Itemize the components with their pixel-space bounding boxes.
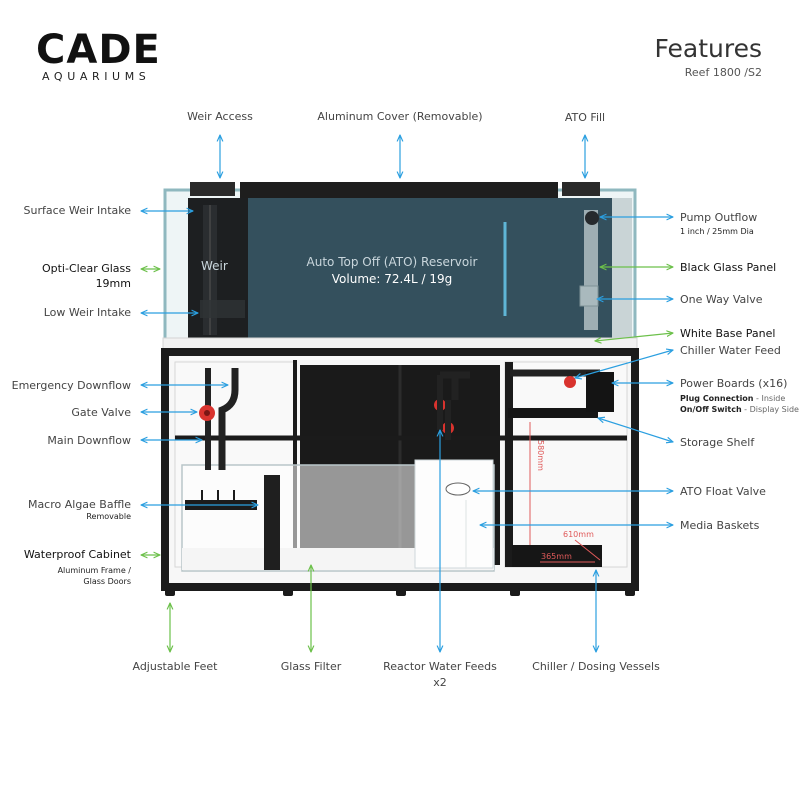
weir-access-lid bbox=[190, 182, 235, 196]
ato-volume-label: Volume: 72.4L / 19g bbox=[331, 272, 453, 286]
weir-label: Weir bbox=[201, 259, 228, 273]
callout-one-way-valve: One Way Valve bbox=[680, 293, 763, 306]
storage-shelf bbox=[508, 408, 598, 418]
callout-gate-valve: Gate Valve bbox=[71, 406, 131, 419]
callout-glass-filter: Glass Filter bbox=[280, 660, 342, 673]
power-board bbox=[586, 372, 614, 412]
display-tank bbox=[163, 188, 637, 342]
callout-low-weir-intake: Low Weir Intake bbox=[43, 306, 131, 319]
callout-aluminum-cover: Aluminum Cover (Removable) bbox=[317, 110, 483, 123]
dim-width: 365mm bbox=[541, 552, 572, 561]
callout-power-boards: Power Boards (x16) bbox=[680, 377, 788, 390]
ato-reservoir-label: Auto Top Off (ATO) Reservoir bbox=[306, 255, 478, 269]
brand-logo: CADE bbox=[36, 27, 161, 73]
callout-white-base-panel: White Base Panel bbox=[680, 327, 776, 340]
aluminum-cover bbox=[240, 182, 558, 198]
callout-opti-clear-glass-size: 19mm bbox=[95, 277, 131, 290]
callout-pump-outflow: Pump Outflow bbox=[680, 211, 758, 224]
ato-fill-port bbox=[562, 182, 600, 196]
callout-pump-outflow-note: 1 inch / 25mm Dia bbox=[680, 227, 754, 236]
callout-plug-connection: Plug Connection - Inside bbox=[680, 394, 786, 403]
media-baskets bbox=[414, 459, 494, 569]
callout-ato-fill: ATO Fill bbox=[564, 111, 606, 124]
callout-black-glass-panel: Black Glass Panel bbox=[680, 261, 777, 274]
adjustable-feet bbox=[165, 588, 635, 596]
callout-opti-clear-glass: Opti-Clear Glass bbox=[41, 262, 131, 275]
callout-storage-shelf: Storage Shelf bbox=[680, 436, 755, 449]
callout-media-baskets: Media Baskets bbox=[680, 519, 760, 532]
callout-chiller-dosing-vessels: Chiller / Dosing Vessels bbox=[532, 660, 660, 673]
callout-ato-float-valve: ATO Float Valve bbox=[680, 485, 766, 498]
callout-chiller-water-feed: Chiller Water Feed bbox=[680, 344, 781, 357]
callout-main-downflow: Main Downflow bbox=[47, 434, 131, 447]
dim-depth: 610mm bbox=[563, 530, 594, 539]
brand-tagline: AQUARIUMS bbox=[42, 70, 151, 83]
callout-waterproof-cabinet-note1: Aluminum Frame / bbox=[57, 566, 131, 575]
ato-reservoir-panel bbox=[248, 198, 612, 338]
callout-adjustable-feet: Adjustable Feet bbox=[132, 660, 218, 673]
callout-weir-access: Weir Access bbox=[187, 110, 253, 123]
callout-reactor-water-feeds-qty: x2 bbox=[433, 676, 447, 689]
callout-waterproof-cabinet: Waterproof Cabinet bbox=[23, 548, 131, 561]
callout-emergency-downflow: Emergency Downflow bbox=[11, 379, 131, 392]
ato-float bbox=[445, 482, 471, 496]
model-name: Reef 1800 /S2 bbox=[684, 66, 762, 79]
dim-height: 580mm bbox=[536, 440, 545, 471]
callout-macro-algae-baffle: Macro Algae Baffle bbox=[27, 498, 131, 511]
sump bbox=[181, 459, 495, 572]
callout-waterproof-cabinet-note2: Glass Doors bbox=[83, 577, 131, 586]
page-title: Features bbox=[654, 34, 763, 63]
callout-macro-algae-baffle-note: Removable bbox=[86, 512, 131, 521]
callout-on-off-switch: On/Off Switch - Display Side bbox=[680, 405, 799, 414]
callout-surface-weir-intake: Surface Weir Intake bbox=[23, 204, 132, 217]
callout-reactor-water-feeds: Reactor Water Feeds bbox=[383, 660, 497, 673]
